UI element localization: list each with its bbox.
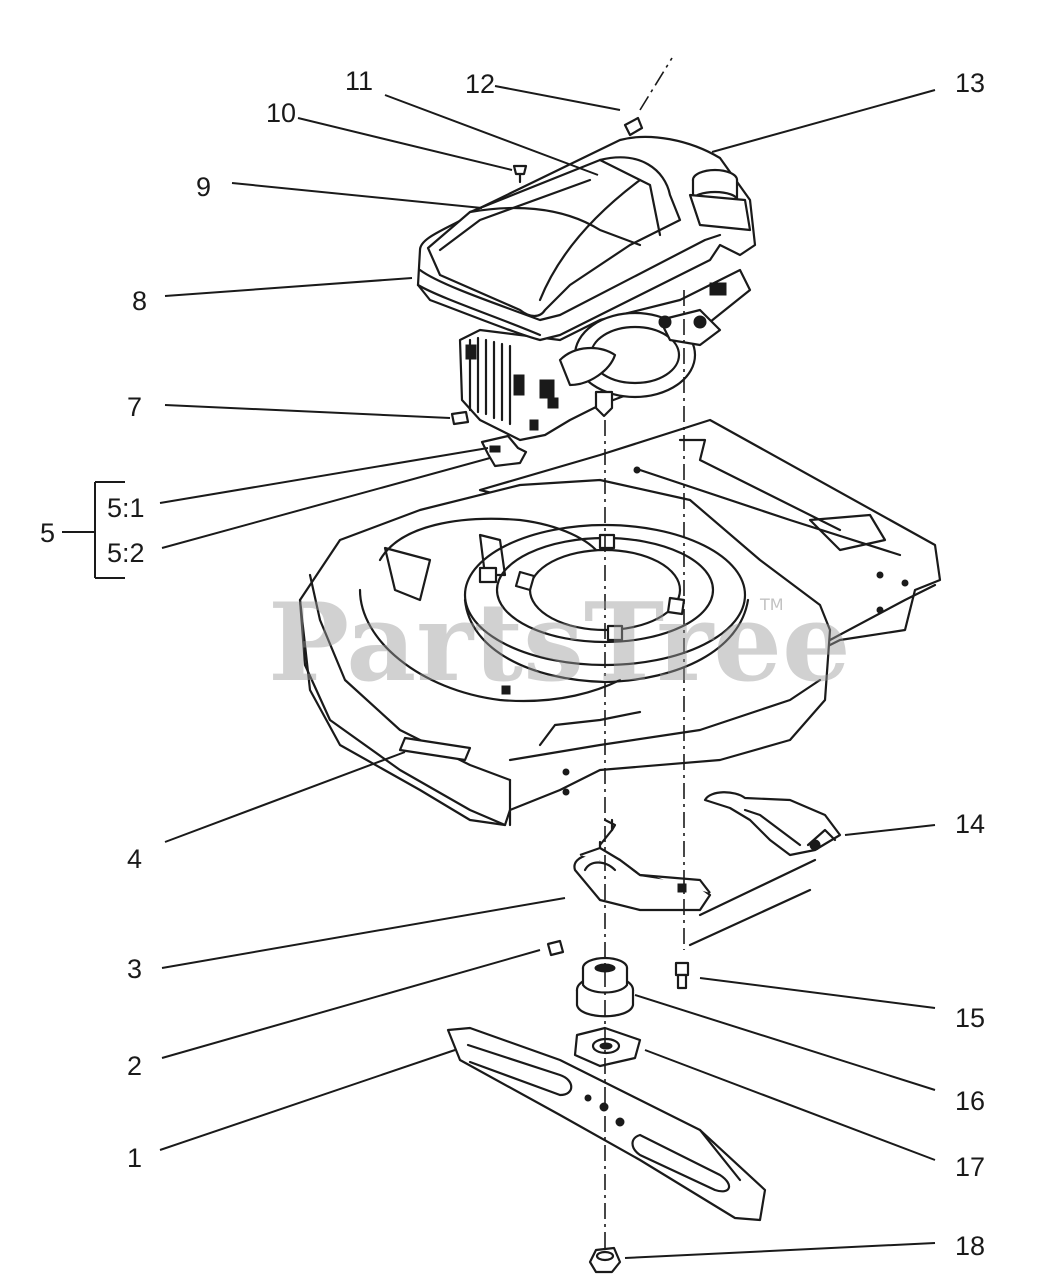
callout-12[interactable]: 12 xyxy=(465,69,495,99)
centerline-dipstick xyxy=(639,57,673,111)
stiffener[interactable] xyxy=(573,1026,642,1068)
callout-5-1[interactable]: 5:1 xyxy=(107,493,145,523)
callout-13[interactable]: 13 xyxy=(955,68,985,98)
callout-17[interactable]: 17 xyxy=(955,1152,985,1182)
svg-text:TM: TM xyxy=(759,595,784,614)
callout-7[interactable]: 7 xyxy=(127,392,142,422)
set-screw[interactable] xyxy=(546,939,565,957)
callout-11[interactable]: 11 xyxy=(345,66,373,96)
callout-10[interactable]: 10 xyxy=(266,98,296,128)
callout-5-2[interactable]: 5:2 xyxy=(107,538,145,568)
callout-14[interactable]: 14 xyxy=(955,809,985,839)
callout-9[interactable]: 9 xyxy=(196,172,211,202)
callout-15[interactable]: 15 xyxy=(955,1003,985,1033)
callout-3[interactable]: 3 xyxy=(127,954,142,984)
callout-18[interactable]: 18 xyxy=(955,1231,985,1261)
callout-16[interactable]: 16 xyxy=(955,1086,985,1116)
watermark: PartsTree TM xyxy=(268,580,851,706)
bracket[interactable] xyxy=(688,791,842,947)
bolt-15[interactable] xyxy=(674,961,690,990)
callout-1[interactable]: 1 xyxy=(127,1143,142,1173)
callout-5[interactable]: 5 xyxy=(40,518,55,548)
nut[interactable] xyxy=(588,1246,622,1274)
callout-2[interactable]: 2 xyxy=(127,1051,142,1081)
leader-lines xyxy=(62,85,936,1259)
callout-4[interactable]: 4 xyxy=(127,844,142,874)
callouts: 1 2 3 4 5 5:1 5:2 7 8 9 10 11 12 13 14 1… xyxy=(40,66,985,1261)
svg-text:PartsTree: PartsTree xyxy=(268,580,851,706)
blade[interactable] xyxy=(446,1026,767,1222)
baffle[interactable] xyxy=(573,818,712,912)
callout-8[interactable]: 8 xyxy=(132,286,147,316)
engine[interactable] xyxy=(416,116,757,468)
